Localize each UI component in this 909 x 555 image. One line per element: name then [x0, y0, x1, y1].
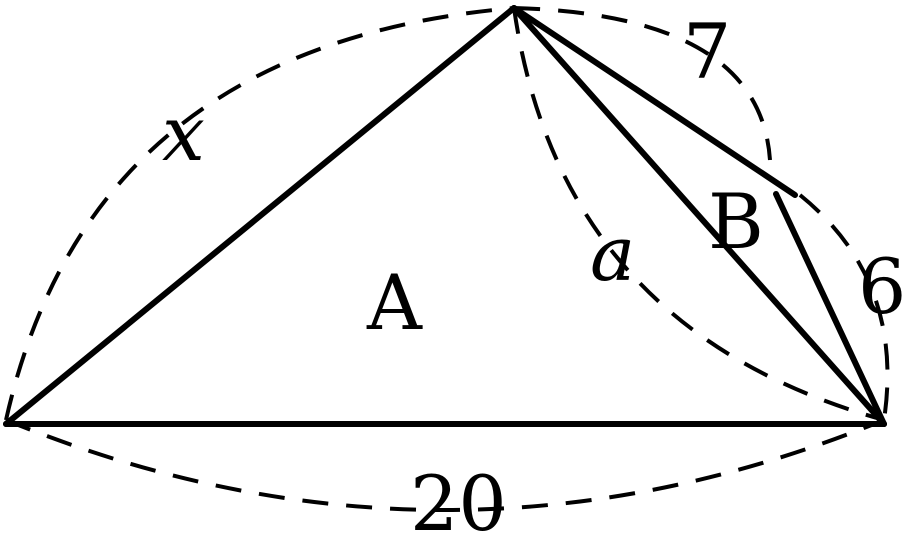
arc-7 [513, 6, 772, 161]
label-region-b: B [708, 177, 764, 266]
arc-x [4, 6, 515, 421]
edge-diagonal [511, 5, 887, 427]
label-side-x: x [162, 89, 205, 178]
label-side-6: 6 [858, 242, 906, 331]
edge-right [773, 191, 887, 427]
label-side-20: 20 [410, 459, 507, 548]
label-diagonal-a: a [590, 209, 635, 298]
edge-left [3, 5, 517, 427]
label-region-a: A [366, 258, 423, 347]
arc-20 [5, 418, 885, 512]
edge-top-right [511, 5, 798, 198]
label-side-7: 7 [683, 7, 731, 96]
arc-a [512, 7, 885, 422]
